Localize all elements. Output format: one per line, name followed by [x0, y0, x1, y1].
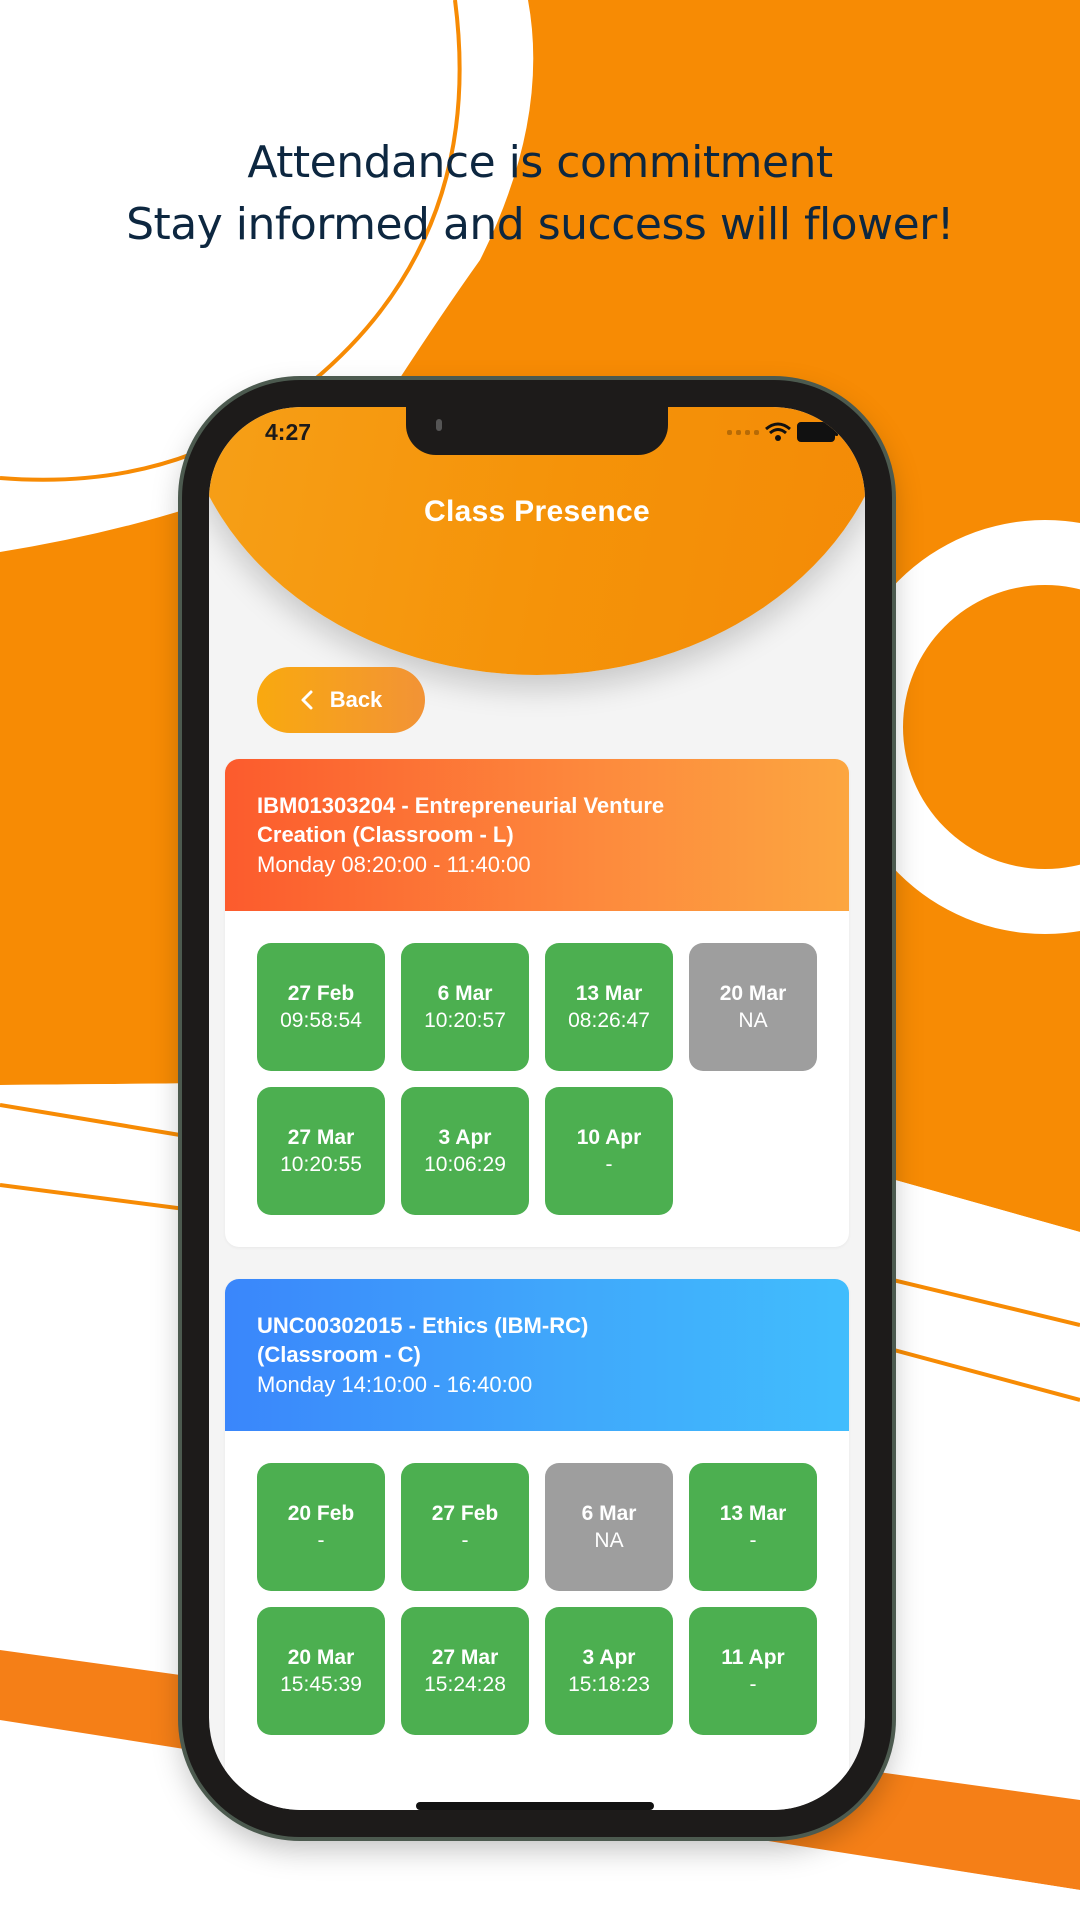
session-time: - — [317, 1529, 325, 1552]
course-header: IBM01303204 - Entrepreneurial Venture Cr… — [225, 759, 849, 911]
phone-frame: 4:27 Class Presence Back IBM01303204 — [182, 380, 892, 1837]
session-tile[interactable]: 27 Feb - — [401, 1463, 529, 1591]
session-date: 6 Mar — [437, 982, 493, 1005]
session-date: 11 Apr — [721, 1646, 785, 1669]
session-time: 09:58:54 — [280, 1009, 362, 1032]
status-icons — [727, 421, 838, 443]
home-indicator[interactable] — [416, 1802, 654, 1810]
session-tile[interactable]: 27 Mar 15:24:28 — [401, 1607, 529, 1735]
session-tile[interactable]: 27 Feb 09:58:54 — [257, 943, 385, 1071]
session-time: 08:26:47 — [568, 1009, 650, 1032]
tagline-line-2: Stay informed and success will flower! — [126, 199, 954, 250]
session-date: 27 Mar — [287, 1126, 355, 1149]
session-tile[interactable]: 3 Apr 10:06:29 — [401, 1087, 529, 1215]
session-time: 15:24:28 — [424, 1673, 506, 1696]
session-time: NA — [594, 1529, 624, 1552]
session-date: 20 Mar — [719, 982, 787, 1005]
session-time: 10:06:29 — [424, 1153, 506, 1176]
tagline: Attendance is commitment Stay informed a… — [0, 132, 1080, 256]
session-time: - — [749, 1673, 757, 1696]
tagline-line-1: Attendance is commitment — [247, 137, 833, 188]
wifi-icon — [765, 422, 791, 441]
course-card: IBM01303204 - Entrepreneurial Venture Cr… — [225, 759, 849, 1247]
course-title: UNC00302015 - Ethics (IBM-RC) (Classroom… — [257, 1313, 589, 1367]
session-date: 13 Mar — [575, 982, 643, 1005]
session-tile[interactable]: 27 Mar 10:20:55 — [257, 1087, 385, 1215]
session-date: 6 Mar — [581, 1502, 637, 1525]
phone-notch — [406, 407, 668, 455]
phone-screen: 4:27 Class Presence Back IBM01303204 — [209, 407, 865, 1810]
session-date: 20 Mar — [287, 1646, 355, 1669]
back-label: Back — [329, 687, 383, 712]
session-tile[interactable]: 20 Mar 15:45:39 — [257, 1607, 385, 1735]
session-date: 3 Apr — [582, 1646, 636, 1669]
battery-icon — [797, 422, 838, 442]
session-time: - — [605, 1153, 613, 1176]
session-date: 20 Feb — [287, 1502, 355, 1525]
session-time: 15:18:23 — [568, 1673, 650, 1696]
signal-icon — [727, 429, 759, 435]
session-date: 27 Feb — [287, 982, 355, 1005]
session-time: 15:45:39 — [280, 1673, 362, 1696]
session-date: 27 Mar — [431, 1646, 499, 1669]
session-grid: 27 Feb 09:58:54 6 Mar 10:20:57 13 Mar 08:26:4… — [225, 911, 849, 1215]
session-tile[interactable]: 13 Mar - — [689, 1463, 817, 1591]
session-tile[interactable]: 11 Apr - — [689, 1607, 817, 1735]
session-date: 10 Apr — [576, 1126, 642, 1149]
session-time: 10:20:55 — [280, 1153, 362, 1176]
page-title: Class Presence — [423, 495, 651, 528]
back-button[interactable]: Back — [257, 667, 425, 733]
course-header: UNC00302015 - Ethics (IBM-RC) (Classroom… — [225, 1279, 849, 1431]
session-tile[interactable]: 20 Feb - — [257, 1463, 385, 1591]
session-tile[interactable]: 6 Mar 10:20:57 — [401, 943, 529, 1071]
session-tile[interactable]: 13 Mar 08:26:47 — [545, 943, 673, 1071]
session-time: - — [749, 1529, 757, 1552]
session-tile[interactable]: 3 Apr 15:18:23 — [545, 1607, 673, 1735]
session-date: 27 Feb — [431, 1502, 499, 1525]
session-time: 10:20:57 — [424, 1009, 506, 1032]
session-date: 3 Apr — [438, 1126, 492, 1149]
session-time: - — [461, 1529, 469, 1552]
course-card: UNC00302015 - Ethics (IBM-RC) (Classroom… — [225, 1279, 849, 1810]
chevron-left-icon — [301, 690, 313, 710]
course-schedule: Monday 08:20:00 - 11:40:00 — [257, 852, 531, 877]
status-time: 4:27 — [265, 419, 312, 445]
session-tile[interactable]: 10 Apr - — [545, 1087, 673, 1215]
session-date: 13 Mar — [719, 1502, 787, 1525]
camera-dot — [436, 419, 442, 431]
course-title: IBM01303204 - Entrepreneurial Venture Cr… — [257, 793, 665, 847]
session-time: NA — [738, 1009, 768, 1032]
course-schedule: Monday 14:10:00 - 16:40:00 — [257, 1372, 533, 1397]
